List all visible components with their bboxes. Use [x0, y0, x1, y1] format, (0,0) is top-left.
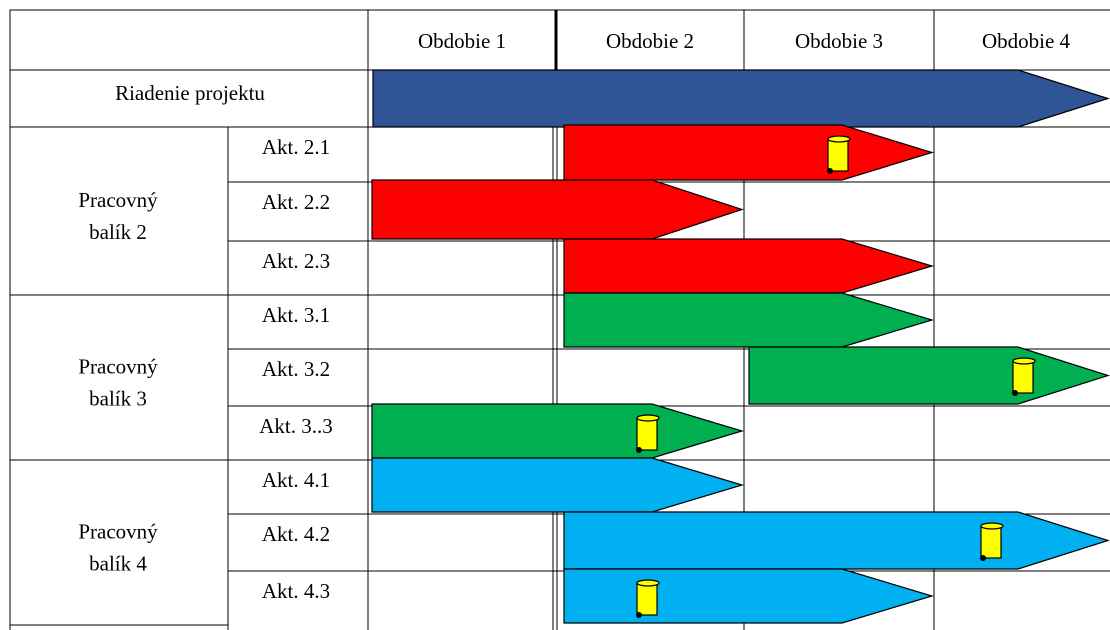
activity-label: Akt. 2.3: [262, 249, 330, 273]
activity-bar: [563, 292, 935, 348]
activity-label: Akt. 2.2: [262, 190, 330, 214]
activity-label: Akt. 3.1: [262, 303, 330, 327]
activity-bar: [563, 511, 1110, 570]
group-label-line1: Pracovný: [78, 355, 158, 379]
project-row-label: Riadenie projektu: [115, 81, 265, 105]
period-header-4: Obdobie 4: [982, 29, 1071, 53]
activity-label: Akt. 4.2: [262, 522, 330, 546]
activity-label: Akt. 4.3: [262, 579, 330, 603]
group-label-line2: balík 3: [89, 387, 147, 411]
activity-bar: [371, 457, 745, 513]
activity-label: Akt. 3..3: [259, 414, 333, 438]
activity-bar: [371, 403, 745, 459]
group-label-line2: balík 2: [89, 220, 147, 244]
group-label-line1: Pracovný: [78, 188, 158, 212]
period-header-1: Obdobie 1: [418, 29, 506, 53]
header-row: [9, 9, 1110, 71]
scroll-icon: [980, 522, 1004, 561]
activity-bar: [371, 179, 744, 240]
activity-label: Akt. 2.1: [262, 135, 330, 159]
activity-bar: [563, 124, 935, 181]
scroll-icon: [636, 579, 660, 618]
period-header-2: Obdobie 2: [606, 29, 694, 53]
scroll-icon: [827, 135, 851, 174]
activity-bar: [563, 238, 935, 294]
activity-label: Akt. 4.1: [262, 468, 330, 492]
group-label-line2: balík 4: [89, 552, 147, 576]
scroll-icon: [1012, 357, 1036, 396]
project-bar: [372, 69, 1110, 128]
activity-bar: [748, 346, 1110, 405]
group-label-line1: Pracovný: [78, 520, 158, 544]
activity-bar: [563, 568, 935, 624]
scroll-icon: [636, 414, 660, 453]
bars: [371, 69, 1110, 624]
period-header-3: Obdobie 3: [795, 29, 883, 53]
activity-label: Akt. 3.2: [262, 357, 330, 381]
